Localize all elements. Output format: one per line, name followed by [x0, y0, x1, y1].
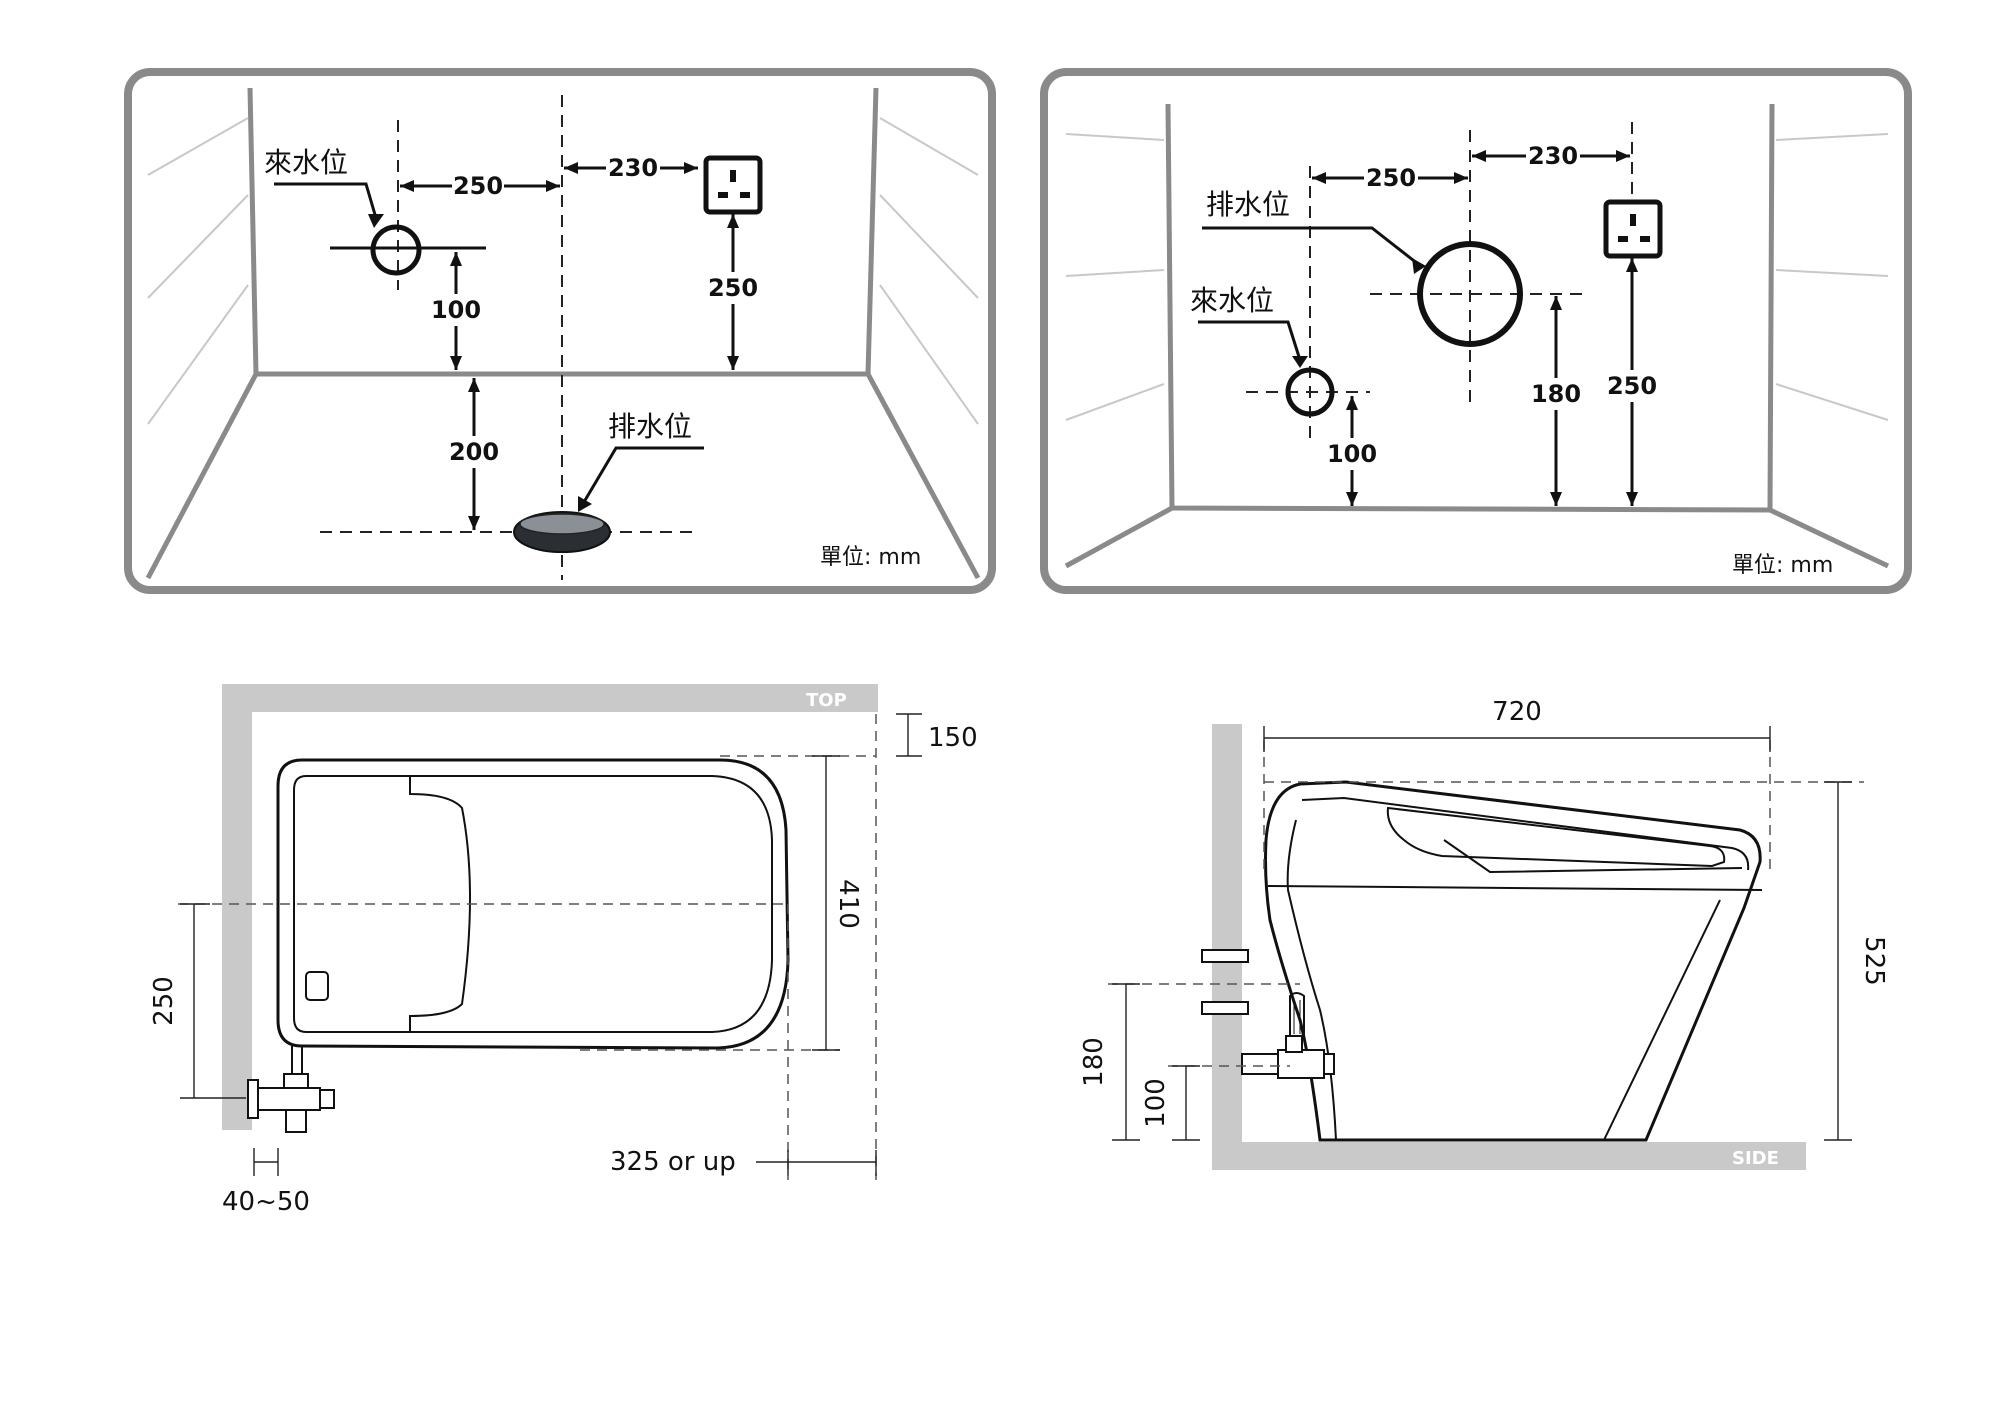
dim-socket-height: 250 [1607, 372, 1657, 400]
floor-drain-panel: 來水位 250 230 250 100 [124, 68, 996, 594]
dim-inlet-height: 250 [149, 976, 179, 1026]
dim-top-gap: 150 [928, 723, 978, 753]
water-inlet-label: 來水位 [264, 146, 348, 179]
floor-drain-icon [513, 511, 611, 553]
dim-socket-height: 250 [708, 274, 758, 302]
dim-inlet-height: 100 [431, 296, 481, 324]
side-view: SIDE 720 [1079, 697, 1889, 1170]
power-socket-icon [703, 155, 763, 215]
dim-inlet-to-drain: 250 [1366, 164, 1416, 192]
dim-length: 720 [1492, 697, 1542, 727]
dim-inlet-to-center: 250 [453, 172, 503, 200]
wall-drain-icon [1417, 241, 1523, 347]
side-tag: SIDE [1732, 1148, 1779, 1169]
dim-wall-offset: 40~50 [222, 1187, 310, 1217]
water-inlet-pipe-icon [330, 224, 486, 276]
power-socket-icon [1603, 199, 1663, 259]
wall-drain-panel: 排水位 來水位 250 230 250 [1040, 68, 1912, 594]
water-inlet-label: 來水位 [1190, 284, 1274, 317]
unit-label: 單位: mm [820, 545, 921, 570]
dim-drain-height: 180 [1079, 1037, 1109, 1087]
unit-label: 單位: mm [1732, 553, 1833, 578]
dim-drain-height: 180 [1531, 380, 1581, 408]
toilet-top-outline [247, 758, 790, 1133]
water-inlet-pipe-icon [1285, 367, 1335, 417]
dim-front-clearance: 325 or up [610, 1147, 736, 1177]
dim-width: 410 [833, 879, 863, 929]
top-tag: TOP [806, 690, 847, 711]
toilet-side-outline [1241, 780, 1763, 1142]
drain-label: 排水位 [608, 410, 692, 443]
dim-drain-to-socket: 230 [1528, 142, 1578, 170]
drain-label: 排水位 [1206, 188, 1290, 221]
dim-inlet-height: 100 [1141, 1078, 1171, 1128]
dim-height: 525 [1859, 936, 1889, 986]
dim-drain-from-wall: 200 [449, 438, 499, 466]
dim-inlet-height: 100 [1327, 440, 1377, 468]
top-view: TOP 150 410 [149, 684, 978, 1217]
dim-center-to-socket: 230 [608, 154, 658, 182]
